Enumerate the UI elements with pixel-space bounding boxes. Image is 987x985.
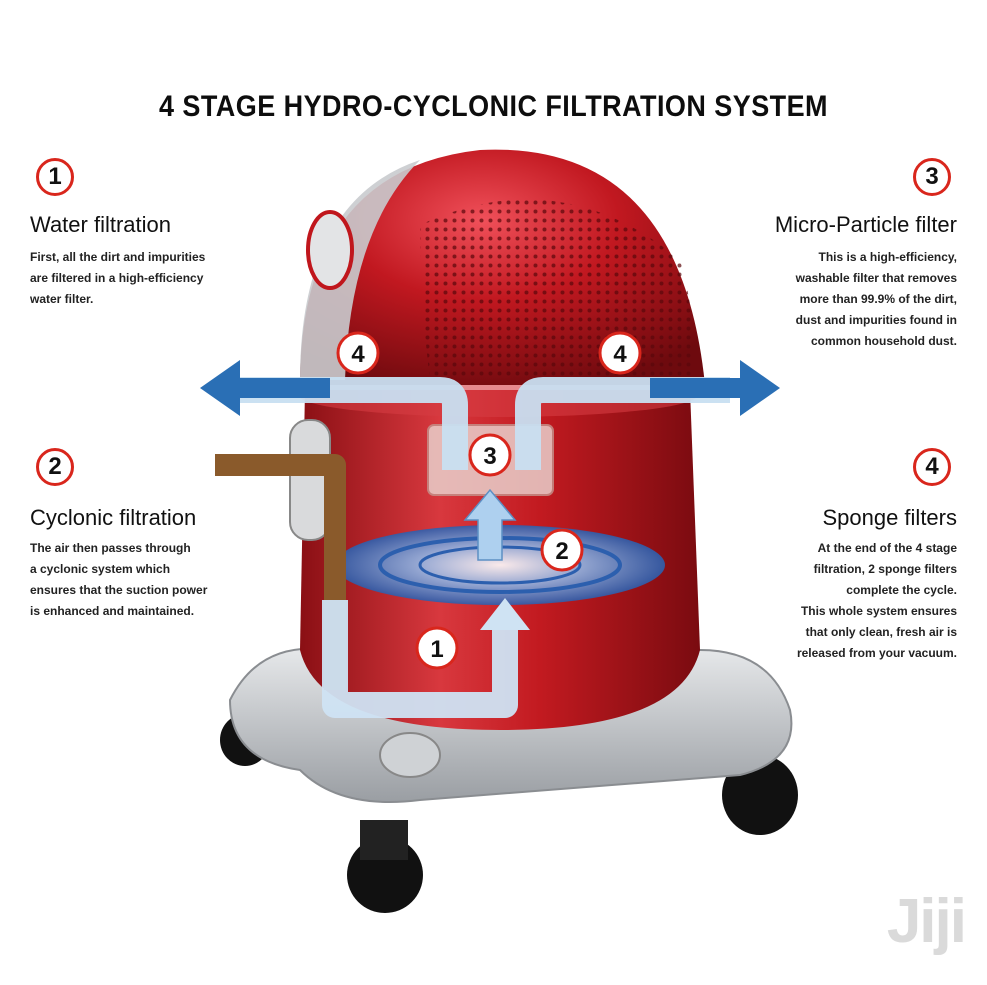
stage-1-heading: Water filtration bbox=[30, 212, 172, 237]
stage-3-heading: Micro-Particle filter bbox=[774, 212, 957, 237]
svg-text:4: 4 bbox=[613, 341, 627, 368]
wheel-front-left bbox=[347, 820, 423, 913]
svg-text:4: 4 bbox=[351, 341, 365, 368]
stage-1-description: First, all the dirt and impurities are f… bbox=[30, 250, 206, 306]
stage-4-description: At the end of the 4 stage filtration, 2 … bbox=[796, 541, 957, 660]
stage-4-heading: Sponge filters bbox=[822, 505, 957, 530]
marker-cyclone: 2 bbox=[540, 528, 584, 572]
marker-sponge-right: 4 bbox=[598, 331, 642, 375]
svg-text:3: 3 bbox=[483, 443, 496, 470]
stage-2-heading: Cyclonic filtration bbox=[30, 505, 197, 530]
svg-text:2: 2 bbox=[555, 538, 568, 565]
watermark: Jiji bbox=[886, 887, 967, 956]
base-button bbox=[379, 732, 441, 778]
stage-2-badge: 2 bbox=[36, 448, 74, 486]
exhaust-pipe-left bbox=[240, 377, 468, 470]
stage-1-badge: 1 bbox=[36, 158, 74, 196]
marker-micro: 3 bbox=[468, 433, 512, 477]
stage-4-badge: 4 bbox=[913, 448, 951, 486]
marker-sponge-left: 4 bbox=[336, 331, 380, 375]
intake-pipe bbox=[322, 600, 518, 718]
exhaust-pipe-right bbox=[515, 377, 730, 470]
exhaust-arrow-right bbox=[650, 360, 780, 416]
up-arrow bbox=[463, 488, 517, 561]
page-title: 4 STAGE HYDRO-CYCLONIC FILTRATION SYSTEM bbox=[158, 90, 829, 123]
exhaust-arrow-left bbox=[200, 360, 330, 416]
stage-3-badge: 3 bbox=[913, 158, 951, 196]
svg-text:1: 1 bbox=[430, 636, 443, 663]
stage-2-description: The air then passes through a cyclonic s… bbox=[30, 541, 208, 618]
stage-3-description: This is a high-efficiency, washable filt… bbox=[795, 250, 957, 348]
marker-water: 1 bbox=[415, 626, 459, 670]
